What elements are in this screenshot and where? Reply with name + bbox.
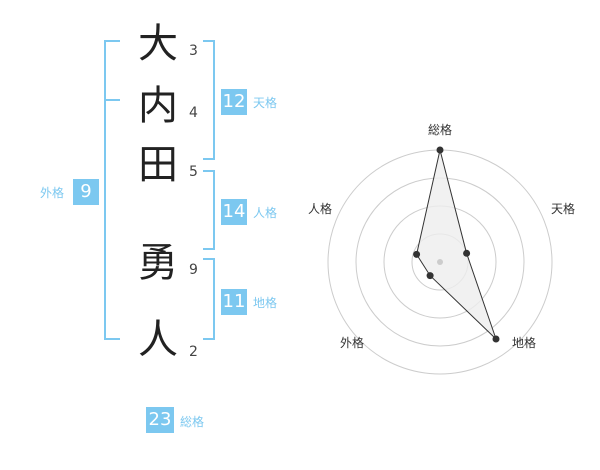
- radar-label-jinkaku: 人格: [308, 201, 332, 216]
- stroke-count-3: 5: [189, 164, 198, 180]
- radar-points: [413, 146, 500, 343]
- radar-point-0: [436, 146, 444, 154]
- gaikaku-bracket: [104, 40, 120, 340]
- radar-label-gaikaku: 外格: [340, 335, 364, 350]
- radar-point-4: [413, 250, 421, 258]
- radar-point-1: [463, 249, 471, 257]
- tenkaku-value-box: 12: [221, 89, 247, 115]
- gaikaku-bracket-mid-tick: [104, 99, 120, 101]
- radar-label-chikaku: 地格: [512, 335, 536, 350]
- radar-point-2: [492, 335, 500, 343]
- name-char-2: 内: [138, 83, 178, 129]
- gaikaku-value-box: 9: [73, 179, 99, 205]
- name-char-1: 大: [138, 21, 178, 67]
- radar-center-dot: [437, 259, 443, 265]
- name-char-3: 田: [138, 142, 178, 188]
- name-char-5: 人: [138, 317, 178, 363]
- gaikaku-label: 外格: [40, 186, 65, 200]
- chikaku-value-box: 11: [221, 289, 247, 315]
- jinkaku-value-box: 14: [221, 199, 247, 225]
- soukaku-label: 総格: [180, 415, 205, 429]
- chikaku-bracket: [203, 258, 215, 340]
- radar-label-tenkaku: 天格: [551, 201, 575, 216]
- stroke-count-4: 9: [189, 262, 198, 278]
- tenkaku-bracket: [203, 40, 215, 160]
- chikaku-label: 地格: [253, 296, 278, 310]
- radar-value-polygon: [416, 149, 497, 340]
- stroke-count-2: 4: [189, 105, 198, 121]
- jinkaku-bracket: [203, 170, 215, 250]
- jinkaku-label: 人格: [253, 206, 278, 220]
- radar-label-soukaku: 総格: [428, 122, 452, 137]
- soukaku-value-box: 23: [146, 407, 174, 433]
- stroke-count-1: 3: [189, 43, 198, 59]
- name-char-4: 勇: [138, 240, 178, 286]
- radar-point-3: [426, 272, 434, 280]
- stroke-count-5: 2: [189, 344, 198, 360]
- tenkaku-label: 天格: [253, 96, 278, 110]
